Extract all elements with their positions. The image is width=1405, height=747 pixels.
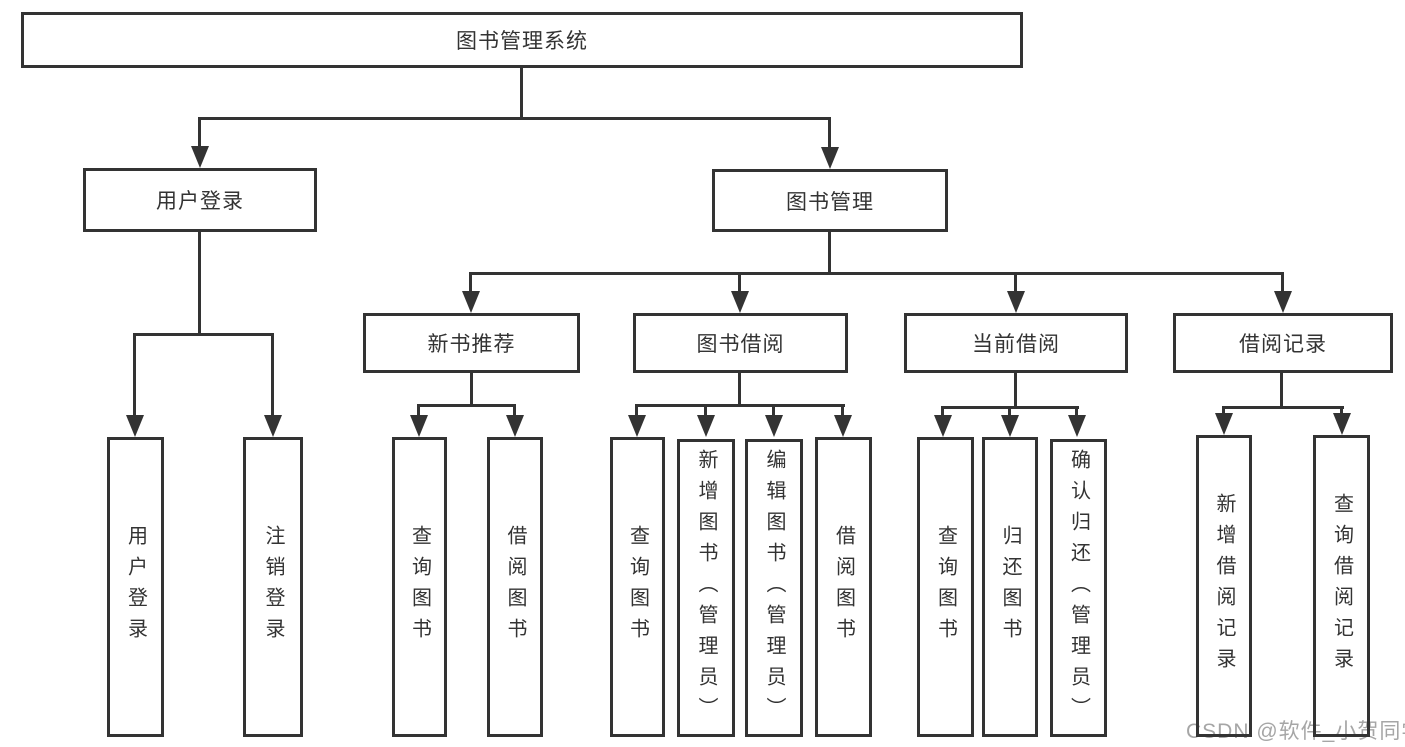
connector-stem [772,404,775,418]
arrow-down-icon [264,415,282,437]
connector-stem [1075,406,1078,418]
leaf-user-login: 用户登录 [107,437,164,737]
node-book-management-label: 图书管理 [786,190,874,214]
leaf-rec-borrow-books: 借阅图书 [487,437,543,737]
leaf-cur-query-books-label: 查询图书 [934,525,957,649]
arrow-down-icon [934,415,952,437]
arrow-down-icon [1068,415,1086,437]
leaf-query-borrow-record-label: 查询借阅记录 [1330,493,1353,679]
arrow-down-icon [1001,415,1019,437]
connector-stem-book-borrow [738,272,741,293]
leaf-bor-query-books-label: 查询图书 [626,525,649,649]
node-user-login-label: 用户登录 [156,190,244,213]
connector-stem [417,404,420,418]
node-new-book-recommend-label: 新书推荐 [427,333,516,356]
connector-bookborrow-drop [738,373,741,404]
arrow-down-icon [1274,291,1292,313]
connector-curborrow-drop [1014,373,1017,406]
leaf-cur-return-books: 归还图书 [982,437,1038,737]
connector-stem [841,404,844,418]
csdn-watermark: CSDN @软件_小贺同学 [1186,720,1405,743]
leaf-bor-add-books-admin-label: 新增图书（管理员） [695,448,717,728]
connector-bookborrow-branch [636,404,845,407]
leaf-bor-edit-books-admin: 编辑图书（管理员） [745,439,803,737]
arrow-down-icon [765,415,783,437]
node-user-login: 用户登录 [83,168,317,232]
leaf-cur-confirm-return-admin: 确认归还（管理员） [1050,439,1107,737]
leaf-logout: 注销登录 [243,437,303,737]
connector-stem [704,404,707,418]
connector-newbook-drop [470,373,473,404]
arrow-down-icon [506,415,524,437]
leaf-bor-borrow-books: 借阅图书 [815,437,872,737]
connector-stem-borrow-records [1281,272,1284,293]
arrow-down-icon [410,415,428,437]
leaf-rec-query-books: 查询图书 [392,437,447,737]
arrow-down-icon [191,146,209,168]
connector-stem [1008,406,1011,418]
arrow-down-icon [628,415,646,437]
connector-stem-leaf-user-login [133,333,136,417]
connector-stem-leaf-logout [271,333,274,417]
leaf-cur-query-books: 查询图书 [917,437,974,737]
leaf-query-borrow-record: 查询借阅记录 [1313,435,1370,737]
connector-stem [1340,406,1343,416]
arrow-down-icon [1333,413,1351,435]
connector-stem [513,404,516,418]
connector-stem-user-login [198,117,201,155]
arrow-down-icon [697,415,715,437]
node-book-borrowing-label: 图书借阅 [696,333,785,356]
connector-userlogin-branch [134,333,274,336]
leaf-bor-borrow-books-label: 借阅图书 [832,525,855,649]
connector-records-drop [1280,373,1283,406]
connector-bookmgmt-drop [828,232,831,272]
leaf-logout-label: 注销登录 [262,525,284,649]
leaf-cur-confirm-return-admin-label: 确认归还（管理员） [1067,448,1090,728]
node-library-system-label: 图书管理系统 [456,30,588,53]
leaf-add-borrow-record-label: 新增借阅记录 [1213,493,1235,679]
arrow-down-icon [1007,291,1025,313]
connector-stem [1222,406,1225,416]
leaf-bor-add-books-admin: 新增图书（管理员） [677,439,735,737]
arrow-down-icon [821,147,839,169]
node-current-borrowing: 当前借阅 [904,313,1128,373]
node-library-system: 图书管理系统 [21,12,1023,68]
leaf-cur-return-books-label: 归还图书 [999,525,1021,649]
connector-stem [941,406,944,418]
node-current-borrowing-label: 当前借阅 [972,333,1060,356]
arrow-down-icon [1215,413,1233,435]
leaf-bor-query-books: 查询图书 [610,437,665,737]
connector-stem-new-book [469,272,472,293]
connector-newbook-branch [418,404,516,407]
connector-root-branch [199,117,831,120]
connector-bookmgmt-branch [470,272,1283,275]
connector-stem-current-borrow [1014,272,1017,293]
leaf-rec-borrow-books-label: 借阅图书 [504,525,526,649]
leaf-add-borrow-record: 新增借阅记录 [1196,435,1252,737]
arrow-down-icon [731,291,749,313]
leaf-rec-query-books-label: 查询图书 [408,525,431,649]
arrow-down-icon [834,415,852,437]
leaf-user-login-label: 用户登录 [124,525,147,649]
connector-userlogin-drop [198,232,201,333]
connector-records-branch [1223,406,1344,409]
connector-root-drop [520,68,523,117]
leaf-bor-edit-books-admin-label: 编辑图书（管理员） [763,448,785,728]
connector-stem-book-mgmt [828,117,831,155]
node-borrowing-records: 借阅记录 [1173,313,1393,373]
node-book-borrowing: 图书借阅 [633,313,848,373]
connector-stem [635,404,638,418]
node-book-management: 图书管理 [712,169,948,232]
node-new-book-recommend: 新书推荐 [363,313,580,373]
node-borrowing-records-label: 借阅记录 [1239,333,1327,356]
arrow-down-icon [462,291,480,313]
arrow-down-icon [126,415,144,437]
